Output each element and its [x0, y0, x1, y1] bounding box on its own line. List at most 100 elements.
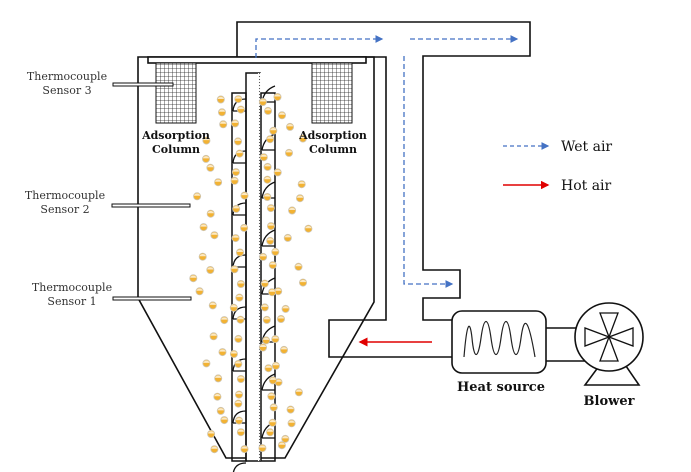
grain-highlight: [296, 195, 304, 198]
grain-highlight: [272, 249, 279, 252]
grain-highlight: [196, 288, 203, 291]
grain-highlight: [207, 267, 214, 270]
grain-highlight: [217, 408, 224, 411]
grain-highlight: [235, 391, 243, 395]
grain-highlight: [230, 351, 238, 354]
grain-highlight: [215, 375, 222, 378]
heating-coil-icon: [463, 320, 536, 358]
grain-highlight: [274, 94, 281, 97]
heat-source-label: Heat source: [457, 380, 545, 395]
grain-highlight: [266, 136, 274, 139]
grain-highlight: [234, 138, 242, 141]
grain-highlight: [275, 288, 282, 291]
thermocouple-sensor-2: Thermocouple Sensor 2: [25, 189, 191, 216]
sensor-2-label-line2: Sensor 2: [40, 203, 89, 216]
grain-highlight: [298, 181, 305, 184]
grain-highlight: [236, 249, 244, 252]
grain-highlight: [217, 96, 224, 99]
grain-highlight: [261, 280, 268, 284]
grain-highlight: [264, 194, 271, 197]
grain-highlight: [272, 363, 280, 366]
grain-highlight: [270, 404, 277, 407]
grain-highlight: [232, 235, 239, 238]
grain-highlight: [282, 436, 289, 439]
adsorption-left-label-line2: Column: [152, 143, 200, 156]
wet-air-flow: [255, 35, 519, 288]
grain-highlight: [269, 262, 276, 265]
screw-flight-right: [261, 229, 276, 247]
grain-highlight: [265, 365, 272, 368]
grain-highlight: [282, 306, 289, 309]
grain-highlight: [277, 316, 285, 319]
adsorption-right-label-line1: Adsorption: [298, 129, 367, 142]
grain-highlight: [284, 235, 291, 238]
grain-highlight: [259, 254, 267, 257]
grain-highlight: [231, 120, 239, 123]
sensor-1-label-line2: Sensor 1: [47, 295, 96, 308]
grain-highlight: [288, 207, 296, 210]
legend: Wet air Hot air: [503, 139, 612, 194]
sensor-1-label-line1: Thermocouple: [32, 281, 112, 294]
grain-highlight: [207, 165, 214, 168]
grain-highlight: [286, 124, 294, 127]
screw-flight-left: [232, 254, 247, 268]
grain-highlight: [233, 206, 240, 209]
adsorption-column-right-mesh: [311, 62, 353, 124]
grain-highlight: [193, 193, 201, 196]
sensor-3-label-line2: Sensor 3: [42, 84, 91, 97]
grain-highlight: [221, 317, 228, 320]
grain-highlight: [214, 179, 222, 182]
grain-highlight: [274, 169, 281, 172]
grain-highlight: [260, 154, 267, 157]
grain-highlight: [203, 137, 210, 141]
grain-highlight: [267, 238, 274, 241]
heat-source: Heat source: [451, 310, 547, 395]
grain-highlight: [263, 317, 270, 320]
legend-wet-air-label: Wet air: [561, 139, 612, 155]
grain-highlight: [237, 281, 245, 284]
grain-highlight: [219, 349, 226, 352]
sensor-3-label-line1: Thermocouple: [27, 70, 107, 83]
grain-highlight: [235, 361, 242, 364]
grain-highlight: [218, 109, 226, 112]
grain-highlight: [200, 224, 207, 227]
grain-highlight: [272, 336, 279, 339]
adsorption-column-left-mesh: [155, 62, 197, 124]
grain-highlight: [264, 108, 272, 111]
grain-highlight: [267, 205, 275, 208]
grain-highlight: [237, 429, 245, 432]
adsorption-left-label-line1: Adsorption: [141, 129, 210, 142]
grain-highlight: [295, 389, 303, 392]
grain-highlight: [211, 232, 218, 235]
adsorption-right-label-line2: Column: [309, 143, 357, 156]
grain-highlight: [211, 446, 218, 449]
grain-highlight: [203, 360, 210, 363]
grain-highlight: [235, 400, 242, 404]
air-duct: [236, 21, 531, 358]
thermocouple-sensor-3: Thermocouple Sensor 3: [27, 70, 174, 97]
grain-highlight: [305, 225, 312, 229]
grain-highlight: [220, 121, 227, 124]
grain-highlight: [221, 417, 228, 420]
grain-highlight: [285, 150, 293, 153]
grain-highlight: [235, 96, 242, 99]
grain-highlight: [207, 431, 215, 434]
grain-highlight: [241, 446, 248, 449]
grain-highlight: [261, 304, 268, 307]
grain-highlight: [259, 99, 267, 102]
grain-highlight: [262, 337, 270, 340]
grain-highlight: [269, 377, 277, 380]
grain-highlight: [231, 266, 238, 269]
grain-highlight: [235, 336, 242, 339]
grain-highlight: [278, 442, 286, 445]
grain-highlight: [288, 420, 295, 423]
grain-highlight: [241, 192, 248, 196]
grain-highlight: [236, 150, 243, 154]
blower-label: Blower: [584, 394, 635, 409]
grain-highlight: [209, 302, 216, 305]
grain-highlight: [232, 169, 240, 172]
fan-icon: [584, 312, 634, 362]
grain-highlight: [264, 164, 271, 167]
grain-highlight: [299, 279, 307, 283]
grain-highlight: [278, 112, 286, 115]
